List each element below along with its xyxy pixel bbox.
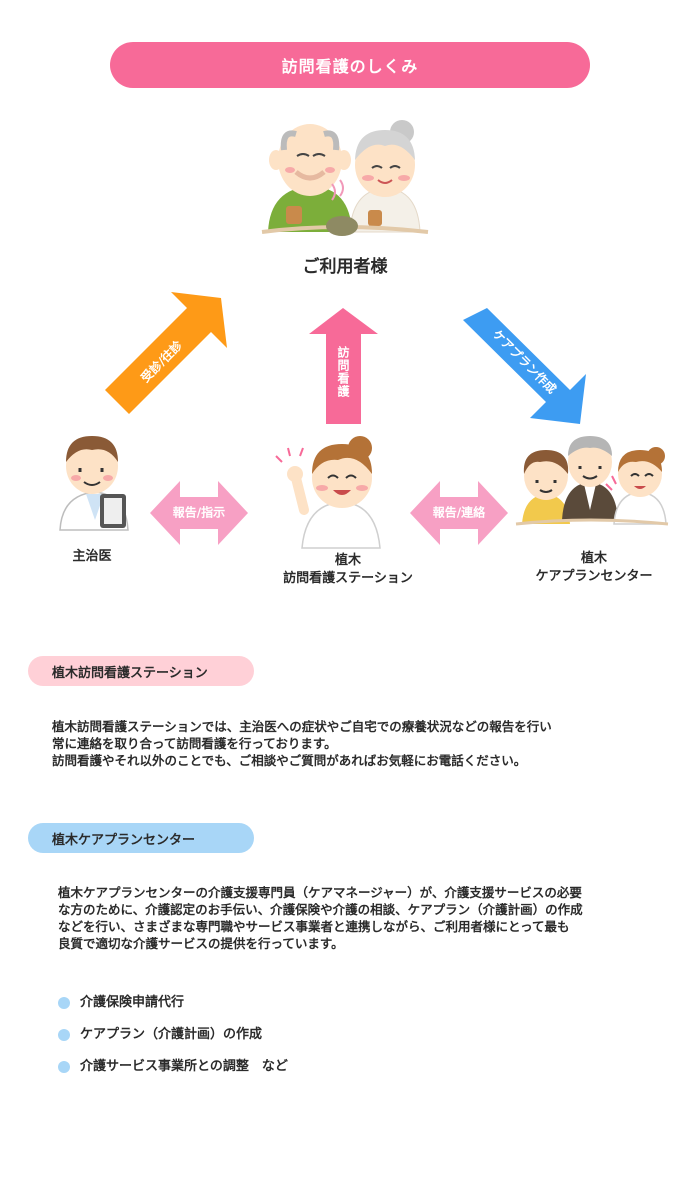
service-list: 介護保険申請代行 ケアプラン（介護計画）の作成 介護サービス事業所との調整 など (58, 993, 288, 1089)
careplan-arrow (463, 308, 586, 424)
elderly-couple-icon (261, 120, 429, 236)
care-description: 植木ケアプランセンターの介護支援専門員（ケアマネージャー）が、介護支援サービスの… (58, 884, 683, 952)
list-item: 介護保険申請代行 (58, 993, 288, 1025)
care-line-1: 植木ケアプランセンターの介護支援専門員（ケアマネージャー）が、介護支援サービスの… (58, 885, 582, 900)
station-line-3: 訪問看護やそれ以外のことでも、ご相談やご質問があればお気軽にお電話ください。 (52, 753, 527, 768)
station-label: 植木 訪問看護ステーション (258, 552, 438, 588)
bullet-dot-icon (58, 997, 70, 1009)
station-label-line1: 植木 (334, 553, 361, 568)
care-line-3: などを行い、さまざまな専門職やサービス事業者と連携しながら、ご利用者様にとって最… (58, 919, 570, 934)
system-diagram: 受診/往診 ケアプラン作成 報告/指示 報告/連絡 (59, 120, 669, 549)
station-description: 植木訪問看護ステーションでは、主治医への症状やご自宅での療養状況などの報告を行い… (52, 718, 672, 769)
station-line-1: 植木訪問看護ステーションでは、主治医への症状やご自宅での療養状況などの報告を行い (52, 719, 552, 734)
careplan-arrow-label: ケアプラン作成 (490, 326, 560, 396)
care-section-heading: 植木ケアプランセンター (28, 823, 254, 853)
bullet-dot-icon (58, 1029, 70, 1041)
care-center-label: 植木 ケアプランセンター (512, 550, 676, 586)
care-staff-icon (515, 436, 669, 526)
visit-arrow (105, 292, 227, 414)
nursing-arrow-label: 訪問看護 (336, 346, 350, 398)
list-item: 介護サービス事業所との調整 など (58, 1057, 288, 1089)
station-section-heading: 植木訪問看護ステーション (28, 656, 254, 686)
care-line-4: 良質で適切な介護サービスの提供を行っています。 (58, 936, 344, 951)
nurse-icon (275, 436, 381, 549)
report-contact-arrow (410, 481, 508, 545)
nursing-arrow (309, 308, 378, 424)
report-contact-label: 報告/連絡 (433, 505, 486, 520)
report-instruction-label: 報告/指示 (173, 505, 225, 520)
page-title: 訪問看護のしくみ (110, 42, 590, 88)
station-line-2: 常に連絡を取り合って訪問看護を行っております。 (52, 736, 337, 751)
care-line-2: な方のために、介護認定のお手伝い、介護保険や介護の相談、ケアプラン（介護計画）の… (58, 902, 583, 917)
user-label: ご利用者様 (302, 257, 388, 277)
doctor-label: 主治医 (72, 549, 112, 564)
report-instruction-arrow (150, 481, 248, 545)
care-center-label-line2: ケアプランセンター (535, 569, 653, 584)
care-center-label-line1: 植木 (580, 551, 607, 566)
doctor-icon (59, 436, 129, 531)
list-item: ケアプラン（介護計画）の作成 (58, 1025, 288, 1057)
bullet-dot-icon (58, 1061, 70, 1073)
station-label-line2: 訪問看護ステーション (283, 571, 413, 586)
